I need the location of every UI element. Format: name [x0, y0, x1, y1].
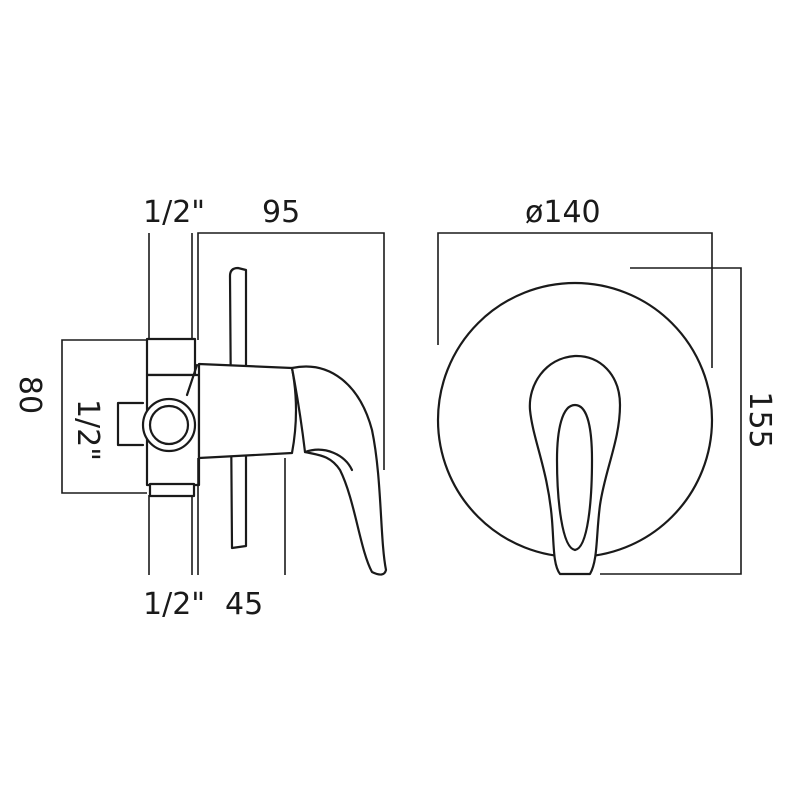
label-plate-diameter: ø140	[525, 195, 601, 230]
dim-155-line	[600, 267, 742, 575]
dim-140-line	[437, 232, 713, 368]
label-bottom-outlet: 1/2"	[143, 587, 205, 622]
lever-inner-slot	[555, 403, 594, 552]
lever-handle-line	[303, 448, 354, 472]
cartridge-shroud	[197, 362, 298, 460]
dim-80-line	[61, 339, 147, 494]
lever-handle-side	[290, 365, 388, 576]
top-inlet-block	[145, 337, 197, 377]
body-connector	[185, 363, 199, 397]
lever-handle-front	[528, 354, 622, 576]
label-overall-height: 155	[742, 391, 777, 448]
bottom-outlet-nut	[148, 482, 196, 498]
label-depth-body: 45	[225, 587, 263, 622]
front-dimensions	[437, 232, 742, 575]
side-inlet-inner-circle	[148, 404, 190, 446]
dim-95-line	[197, 232, 385, 470]
label-height-body: 80	[12, 376, 47, 414]
side-dimensions	[61, 232, 385, 575]
label-depth-overall: 95	[262, 195, 300, 230]
label-top-inlet: 1/2"	[143, 195, 205, 230]
label-side-inlet: 1/2"	[70, 399, 105, 461]
front-view	[436, 232, 742, 576]
wall-column	[148, 233, 193, 575]
side-inlet-bracket	[116, 401, 145, 447]
side-view	[61, 232, 388, 576]
